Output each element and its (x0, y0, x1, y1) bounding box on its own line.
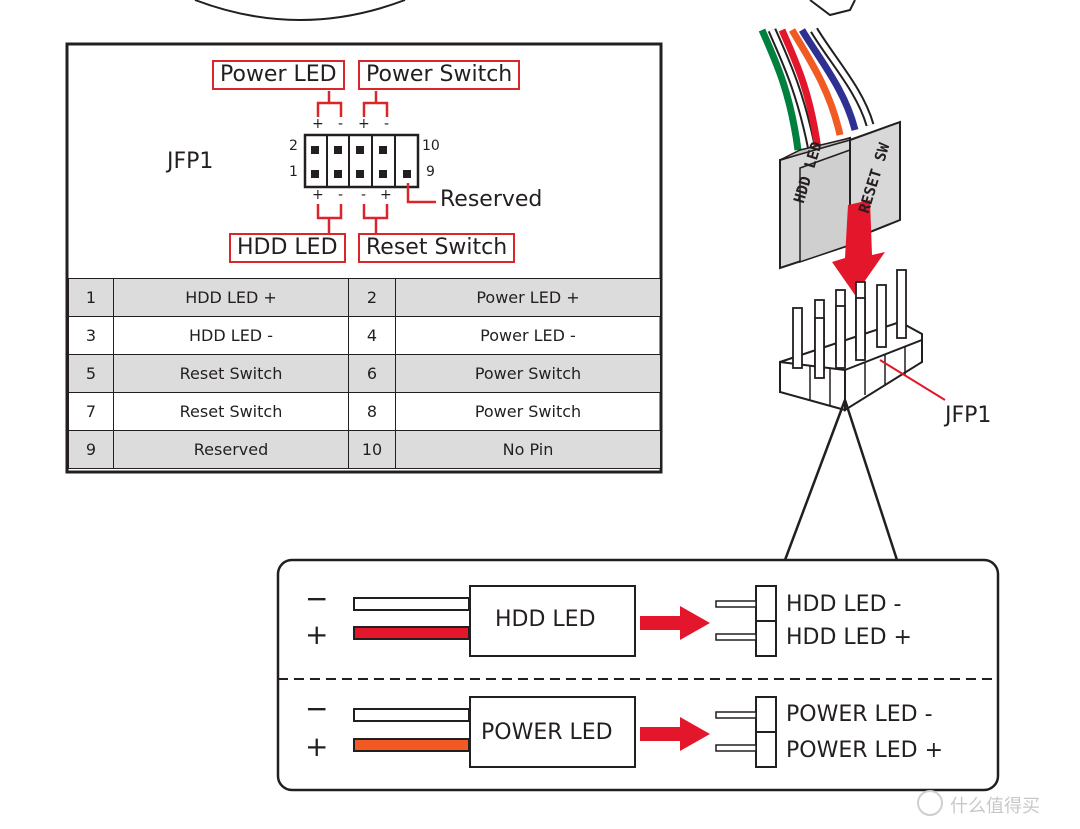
pin-table: 1 HDD LED + 2 Power LED + 3 HDD LED - 4 … (68, 278, 661, 469)
power-led-plus-pin-label: POWER LED + (786, 738, 944, 763)
minus-sign: - (361, 187, 367, 203)
watermark-icon (917, 790, 943, 816)
hdd-led-legend-shapes (353, 585, 777, 657)
pin-function: Power Switch (395, 392, 661, 431)
pin-number: 4 (348, 316, 396, 355)
table-row: 9 Reserved 10 No Pin (68, 430, 661, 469)
pin-function: HDD LED - (113, 316, 349, 355)
plus-sign: + (312, 116, 324, 132)
plus-sign: + (380, 187, 392, 203)
jfp1-header-3d (779, 269, 923, 412)
reset-switch-label: Reset Switch (358, 233, 516, 263)
cable-wires (758, 0, 875, 151)
table-row: 1 HDD LED + 2 Power LED + (68, 278, 661, 317)
minus-sign: - (338, 116, 344, 132)
pin-label-9: 9 (426, 164, 435, 180)
connector-label: JFP1 (167, 149, 214, 174)
pin-label-1: 1 (289, 164, 298, 180)
pin-number: 10 (348, 430, 396, 469)
pin-number: 8 (348, 392, 396, 431)
circle-fragment (194, 0, 406, 21)
power-led-connector-label: POWER LED (481, 720, 613, 745)
hdd-minus-sign: − (305, 582, 329, 615)
pin-function: Power LED - (395, 316, 661, 355)
hdd-led-minus-pin-label: HDD LED - (786, 592, 902, 617)
jfp1-leader (879, 359, 946, 401)
table-row: 5 Reset Switch 6 Power Switch (68, 354, 661, 393)
pin-number: 5 (68, 354, 114, 393)
hdd-led-plus-pin-label: HDD LED + (786, 625, 912, 650)
pin-number: 7 (68, 392, 114, 431)
power-plus-sign: + (305, 730, 329, 763)
watermark-text: 什么值得买 (950, 796, 1040, 817)
hdd-plus-sign: + (305, 618, 329, 651)
pin-function: Reset Switch (113, 354, 349, 393)
table-row: 7 Reset Switch 8 Power Switch (68, 392, 661, 431)
callout-pointer (783, 399, 899, 561)
pin-function: Power Switch (395, 354, 661, 393)
pin-number: 9 (68, 430, 114, 469)
pin-panel-frame (65, 42, 663, 474)
legend-box (276, 558, 1000, 792)
pin-function: Power LED + (395, 278, 661, 317)
pin-label-2: 2 (289, 138, 298, 154)
plug-bodies (779, 120, 901, 270)
power-led-legend-shapes (353, 696, 777, 768)
pin-number: 2 (348, 278, 396, 317)
plus-sign: + (312, 187, 324, 203)
pin-number: 1 (68, 278, 114, 317)
pin-function: HDD LED + (113, 278, 349, 317)
pin-function: No Pin (395, 430, 661, 469)
minus-sign: - (338, 187, 344, 203)
power-switch-label: Power Switch (358, 60, 521, 90)
header-label: JFP1 (945, 403, 992, 428)
hdd-led-connector-label: HDD LED (495, 607, 596, 632)
table-row: 3 HDD LED - 4 Power LED - (68, 316, 661, 355)
insert-arrow (832, 200, 885, 295)
pin-label-10: 10 (422, 138, 440, 154)
pin-number: 3 (68, 316, 114, 355)
minus-sign: - (384, 116, 390, 132)
power-minus-sign: − (305, 692, 329, 725)
plus-sign: + (358, 116, 370, 132)
pin-function: Reserved (113, 430, 349, 469)
power-led-label: Power LED (212, 60, 345, 90)
pin-function: Reset Switch (113, 392, 349, 431)
jfp1-header-schematic (303, 91, 436, 233)
power-led-minus-pin-label: POWER LED - (786, 702, 933, 727)
pin-number: 6 (348, 354, 396, 393)
reserved-label: Reserved (440, 187, 543, 212)
hdd-led-label: HDD LED (229, 233, 346, 263)
